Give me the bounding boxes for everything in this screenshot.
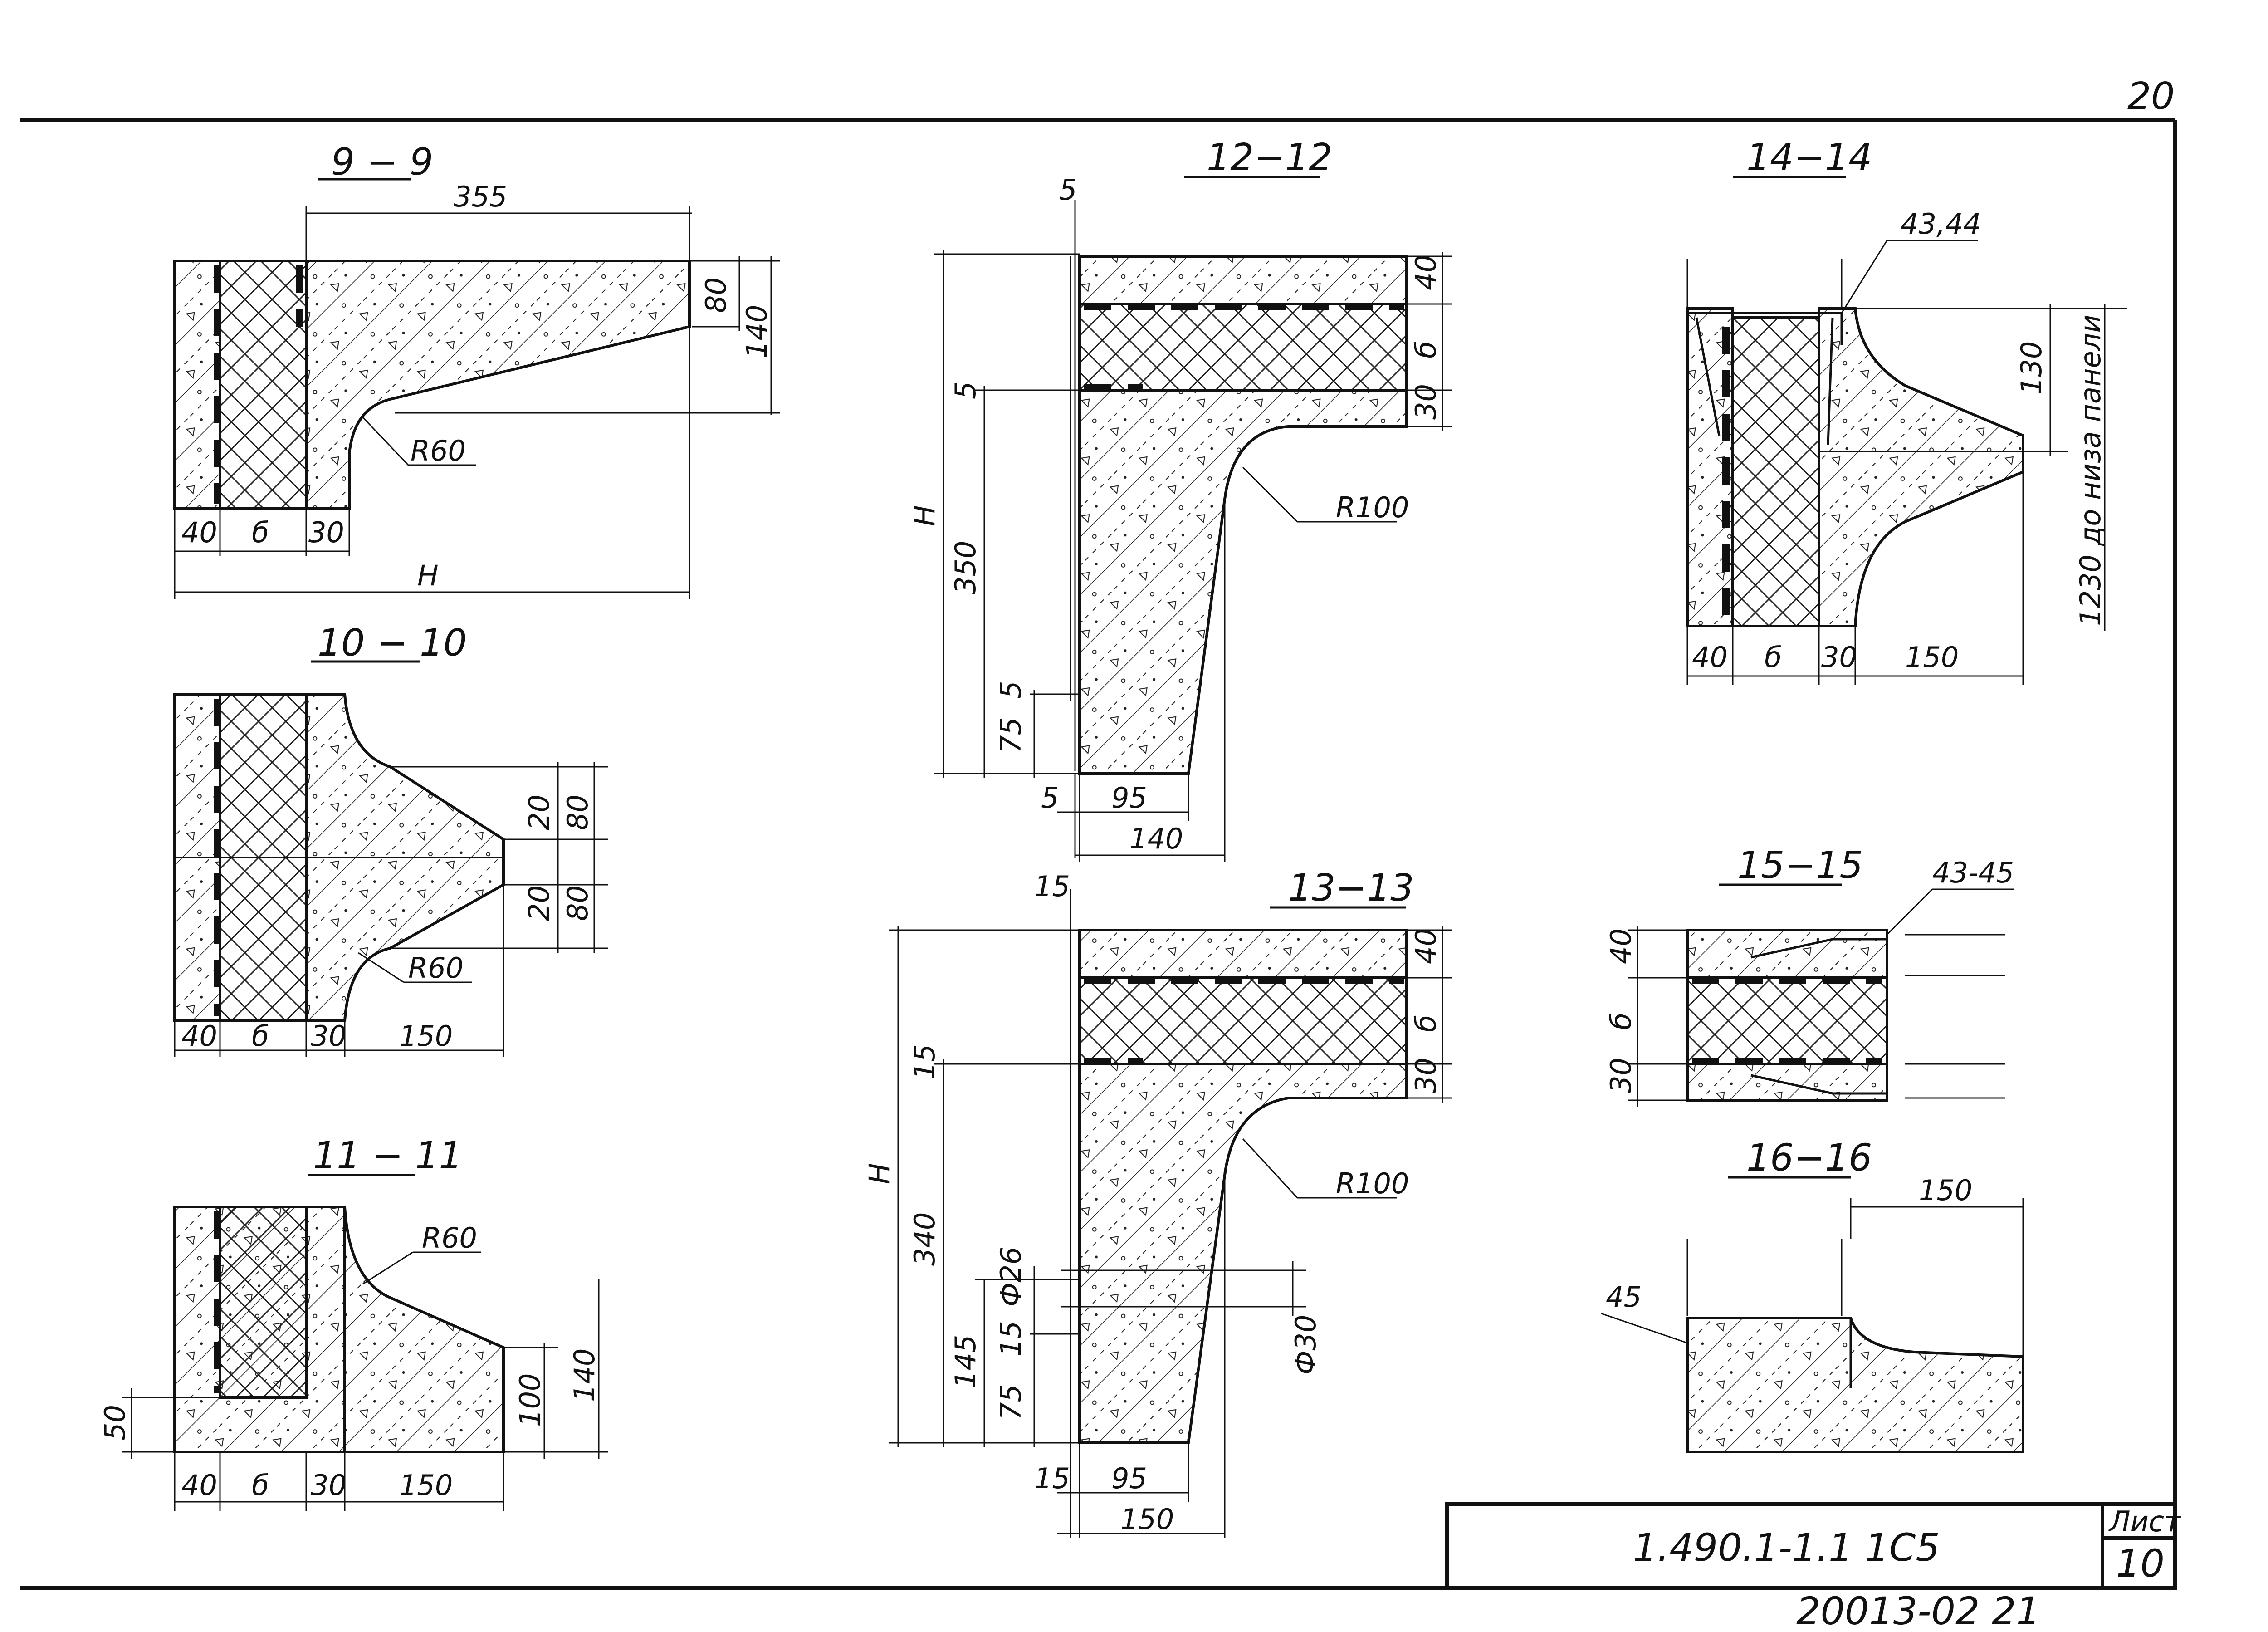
- archive-number: 20013-02 21: [1796, 1589, 2040, 1632]
- dim-13-145: 145: [949, 1335, 982, 1388]
- dim-9-40: 40: [181, 516, 217, 549]
- dim-12-5-top: 5: [1059, 173, 1077, 206]
- dim-14-40: 40: [1692, 641, 1728, 674]
- dim-10-150: 150: [399, 1019, 453, 1053]
- section-14-14: 14−14 43,44 130 1230 до низа панели 40 б…: [1686, 136, 2127, 685]
- dim-12-5-bot: 5: [1041, 781, 1059, 814]
- dim-14-b: б: [1765, 641, 1782, 674]
- section-11-11: 11 − 11 R60 50 100 140 40 б 30 150: [98, 1134, 608, 1511]
- dim-13-150: 150: [1120, 1503, 1174, 1536]
- dim-10-b: б: [252, 1019, 269, 1053]
- dim-13-340: 340: [908, 1212, 941, 1266]
- dim-14-30: 30: [1821, 641, 1857, 674]
- sheet-label: Лист: [2108, 1505, 2181, 1538]
- dim-12-5-low: 5: [994, 681, 1027, 699]
- dim-9-30: 30: [308, 516, 344, 549]
- section-title-14-14: 14−14: [1746, 136, 1872, 179]
- ref-15-43-45: 43-45: [1932, 856, 2014, 889]
- dim-11-100: 100: [513, 1373, 547, 1427]
- dim-10-R60: R60: [408, 951, 464, 985]
- dim-11-50: 50: [98, 1405, 132, 1441]
- section-title-11-11: 11 − 11: [313, 1134, 463, 1177]
- dim-16-150: 150: [1919, 1174, 1972, 1207]
- section-10-10: 10 − 10 20 80 20 80 R60 40 б 30 150: [173, 622, 608, 1057]
- section-13-13: 13−13 15 40 б 30 H 15: [863, 867, 1452, 1538]
- section-title-15-15: 15−15: [1737, 844, 1863, 887]
- dim-13-30: 30: [1409, 1058, 1442, 1093]
- dim-14-130: 130: [2015, 341, 2048, 395]
- document-code: 1.490.1-1.1 1С5: [1633, 1525, 1940, 1570]
- dim-15-30: 30: [1604, 1058, 1637, 1093]
- dim-9-140: 140: [740, 305, 773, 358]
- dim-12-R100: R100: [1336, 491, 1409, 524]
- dim-11-150: 150: [399, 1469, 453, 1502]
- dim-12-30: 30: [1409, 384, 1442, 420]
- section-title-13-13: 13−13: [1288, 867, 1414, 910]
- section-15-15: 15−15 43-45 40 б 30: [1604, 844, 2014, 1107]
- dim-14-150: 150: [1905, 641, 1959, 674]
- dim-9-H: H: [417, 559, 439, 592]
- dim-12-H: H: [908, 505, 941, 526]
- dim-13-b: б: [1409, 1015, 1442, 1032]
- title-stamp: 1.490.1-1.1 1С5 Лист 10: [1445, 1502, 2181, 1590]
- dim-13-30dia: Ф30: [1289, 1315, 1322, 1375]
- dim-11-b: б: [252, 1469, 269, 1502]
- dim-12-40: 40: [1409, 255, 1442, 290]
- dim-11-R60: R60: [422, 1221, 477, 1255]
- dim-10-40: 40: [181, 1019, 217, 1053]
- dim-13-75: 75: [994, 1384, 1027, 1420]
- dim-15-b: б: [1604, 1013, 1637, 1030]
- dim-9-b: б: [252, 516, 269, 549]
- section-title-10-10: 10 − 10: [318, 622, 467, 665]
- section-title-12-12: 12−12: [1207, 136, 1332, 179]
- dim-12-b: б: [1409, 341, 1442, 358]
- dim-13-15-bot: 15: [1034, 1462, 1070, 1495]
- dim-12-350: 350: [949, 541, 982, 594]
- dim-9-80: 80: [699, 277, 733, 313]
- sheet-number: 10: [2116, 1541, 2165, 1586]
- dim-10-20b: 20: [523, 885, 556, 921]
- dim-13-26: Ф26: [994, 1247, 1027, 1307]
- dim-9-355: 355: [454, 180, 507, 213]
- dim-9-R60: R60: [411, 434, 466, 467]
- section-title-16-16: 16−16: [1746, 1137, 1872, 1180]
- section-9-9: 9 − 9 355 80 140 R60 40 б 30 H: [173, 141, 780, 599]
- dim-13-H: H: [863, 1163, 896, 1184]
- section-12-12: 12−12 5 40 б 30 H 5 350 5: [908, 136, 1452, 862]
- ref-16-45: 45: [1606, 1280, 1642, 1313]
- dim-13-15-low: 15: [994, 1321, 1027, 1357]
- dim-13-95: 95: [1111, 1462, 1147, 1495]
- dim-10-30: 30: [311, 1019, 347, 1053]
- section-16-16: 16−16 45 150: [1601, 1137, 2024, 1453]
- dim-12-140: 140: [1129, 822, 1183, 855]
- dim-15-40: 40: [1604, 928, 1637, 964]
- section-title-9-9: 9 − 9: [331, 141, 433, 184]
- ref-14-43-44: 43,44: [1901, 207, 1981, 240]
- dim-10-20a: 20: [523, 794, 556, 830]
- dim-13-40: 40: [1409, 928, 1442, 964]
- page-number: 20: [2127, 75, 2175, 118]
- dim-11-40: 40: [181, 1469, 217, 1502]
- dim-12-5-mid: 5: [949, 382, 982, 399]
- dim-13-R100: R100: [1336, 1167, 1409, 1200]
- dim-13-15-top: 15: [1034, 870, 1070, 903]
- dim-13-15-mid: 15: [908, 1044, 941, 1080]
- dim-12-95: 95: [1111, 781, 1147, 814]
- dim-12-75: 75: [994, 717, 1027, 753]
- dim-11-140: 140: [568, 1348, 601, 1402]
- dim-10-80a: 80: [561, 794, 594, 830]
- dim-10-80b: 80: [561, 885, 594, 921]
- dim-11-30: 30: [311, 1469, 347, 1502]
- note-14-height: 1230 до низа панели: [2074, 314, 2107, 626]
